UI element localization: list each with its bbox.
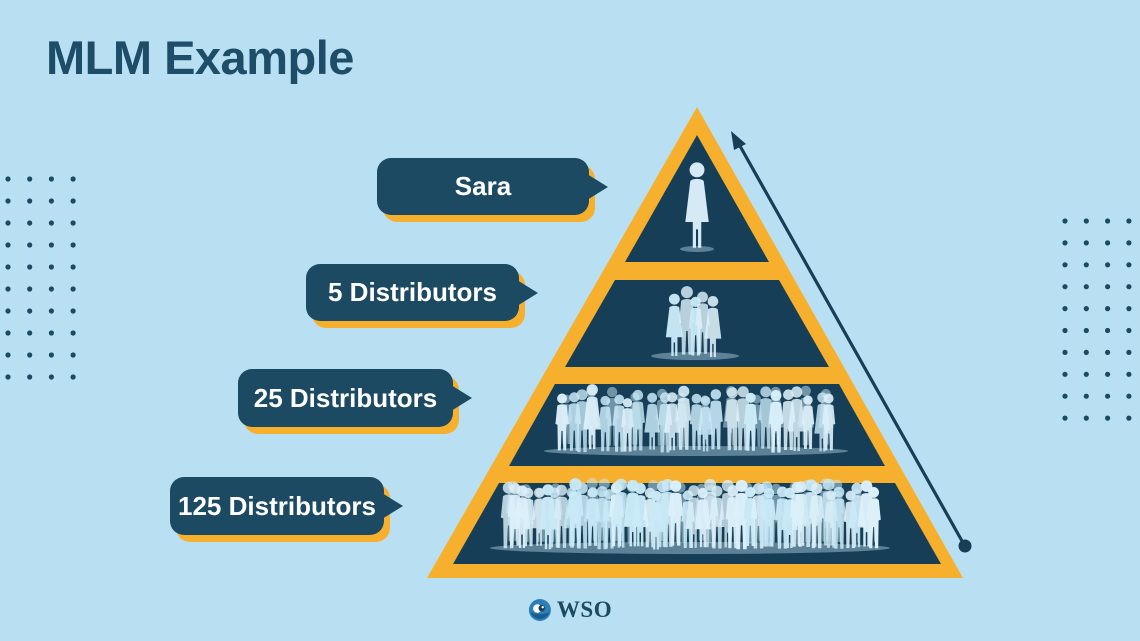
level-2-crowd (651, 286, 739, 360)
level-1-crowd (680, 162, 714, 252)
label-level-2-distributors: 5 Distributors (306, 264, 543, 321)
level-4-crowd (490, 477, 890, 554)
label-level-4-text: 125 Distributors (178, 490, 376, 521)
growth-arrow (731, 131, 972, 553)
label-level-3-text: 25 Distributors (253, 382, 438, 413)
label-level-4-distributors: 125 Distributors (170, 477, 408, 535)
wso-logo: WSO (528, 597, 612, 623)
label-level-2-text: 5 Distributors (327, 277, 498, 307)
page-title: MLM Example (46, 31, 354, 84)
dot-grid-right (1062, 218, 1132, 421)
dot-grid-left (5, 176, 76, 380)
label-level-3-distributors: 25 Distributors (238, 369, 477, 427)
label-level-1-sara: Sara (377, 158, 613, 215)
level-3-crowd (544, 384, 848, 456)
wso-globe-icon (528, 599, 551, 621)
wso-logo-text: WSO (556, 597, 613, 622)
label-level-1-text: Sara (454, 171, 512, 201)
